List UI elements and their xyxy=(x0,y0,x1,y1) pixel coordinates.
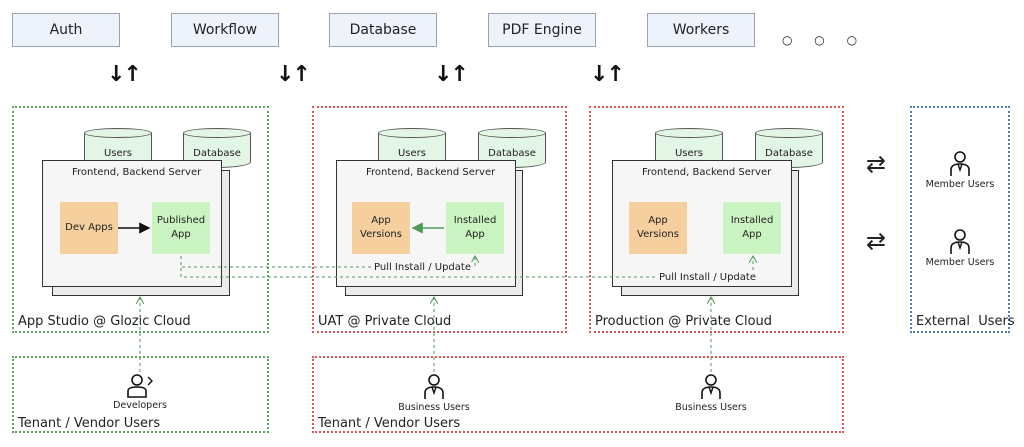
business-users-label: Business Users xyxy=(398,402,470,413)
app-versions-box: App Versions xyxy=(352,202,410,254)
business-users-label: Business Users xyxy=(675,402,747,413)
service-workers: Workers xyxy=(647,13,755,47)
sync-arrows-icon: ↓↑ xyxy=(590,62,625,87)
sync-arrows-icon: ↓↑ xyxy=(276,62,311,87)
dev-apps-box: Dev Apps xyxy=(60,202,118,254)
bidirectional-arrows-icon: ⇄ xyxy=(866,150,887,178)
installed-app-label-1: Installed xyxy=(730,215,774,226)
pull-path-uat xyxy=(180,256,475,268)
zone-label-tenant-right: Tenant / Vendor Users xyxy=(318,416,461,431)
person-icon xyxy=(950,151,970,176)
app-versions-label-1: App xyxy=(371,215,391,226)
developer-icon xyxy=(127,374,153,398)
zone-tenant-right xyxy=(312,356,844,433)
service-workflow: Workflow xyxy=(171,13,279,47)
service-database: Database xyxy=(329,13,437,47)
published-app-label-1: Published xyxy=(156,215,206,226)
developers-user: Developers xyxy=(95,374,185,411)
app-versions-box: App Versions xyxy=(629,202,687,254)
zone-label-app-studio: App Studio @ Glozic Cloud xyxy=(18,314,191,329)
business-users-uat: Business Users xyxy=(389,374,479,413)
pull-path-production xyxy=(180,256,753,278)
sync-arrows-icon: ↓↑ xyxy=(107,62,142,87)
person-icon xyxy=(424,374,444,399)
more-services-dots: ○ ○ ○ xyxy=(782,33,867,47)
app-versions-label-2: Versions xyxy=(360,229,402,240)
installed-app-label-2: App xyxy=(742,229,762,240)
app-versions-label-2: Versions xyxy=(637,229,679,240)
person-icon xyxy=(950,229,970,254)
zone-production xyxy=(589,106,844,333)
installed-app-box: Installed App xyxy=(446,202,504,254)
zone-label-tenant-left: Tenant / Vendor Users xyxy=(18,416,161,431)
database-cylinder: Database xyxy=(478,128,546,168)
member-users-bottom: Member Users xyxy=(915,229,1005,268)
zone-label-uat: UAT @ Private Cloud xyxy=(318,314,452,329)
bidirectional-arrows-icon: ⇄ xyxy=(866,227,887,255)
sync-arrows-icon: ↓↑ xyxy=(434,62,469,87)
server-label: Frontend, Backend Server xyxy=(642,167,772,178)
zone-uat xyxy=(312,106,567,333)
pull-install-label-production: Pull Install / Update xyxy=(657,272,758,283)
published-app-label-2: App xyxy=(171,229,191,240)
installed-app-label-2: App xyxy=(465,229,485,240)
pull-install-label-uat: Pull Install / Update xyxy=(372,262,473,273)
zone-app-studio xyxy=(12,106,269,333)
installed-app-label-1: Installed xyxy=(453,215,497,226)
business-users-production: Business Users xyxy=(666,374,756,413)
service-auth: Auth xyxy=(12,13,120,47)
member-users-top: Member Users xyxy=(915,151,1005,190)
server-label: Frontend, Backend Server xyxy=(366,167,496,178)
member-users-label: Member Users xyxy=(925,257,995,268)
installed-app-box: Installed App xyxy=(723,202,781,254)
member-users-label: Member Users xyxy=(925,179,995,190)
service-pdf-engine: PDF Engine xyxy=(488,13,596,47)
published-app-box: Published App xyxy=(152,202,210,254)
server-label: Frontend, Backend Server xyxy=(72,167,202,178)
app-versions-label-1: App xyxy=(648,215,668,226)
zone-label-external-users: External Users xyxy=(916,314,1015,329)
person-icon xyxy=(701,374,721,399)
developers-label: Developers xyxy=(113,400,167,411)
zone-external-users xyxy=(910,106,1010,333)
zone-label-production: Production @ Private Cloud xyxy=(595,314,773,329)
